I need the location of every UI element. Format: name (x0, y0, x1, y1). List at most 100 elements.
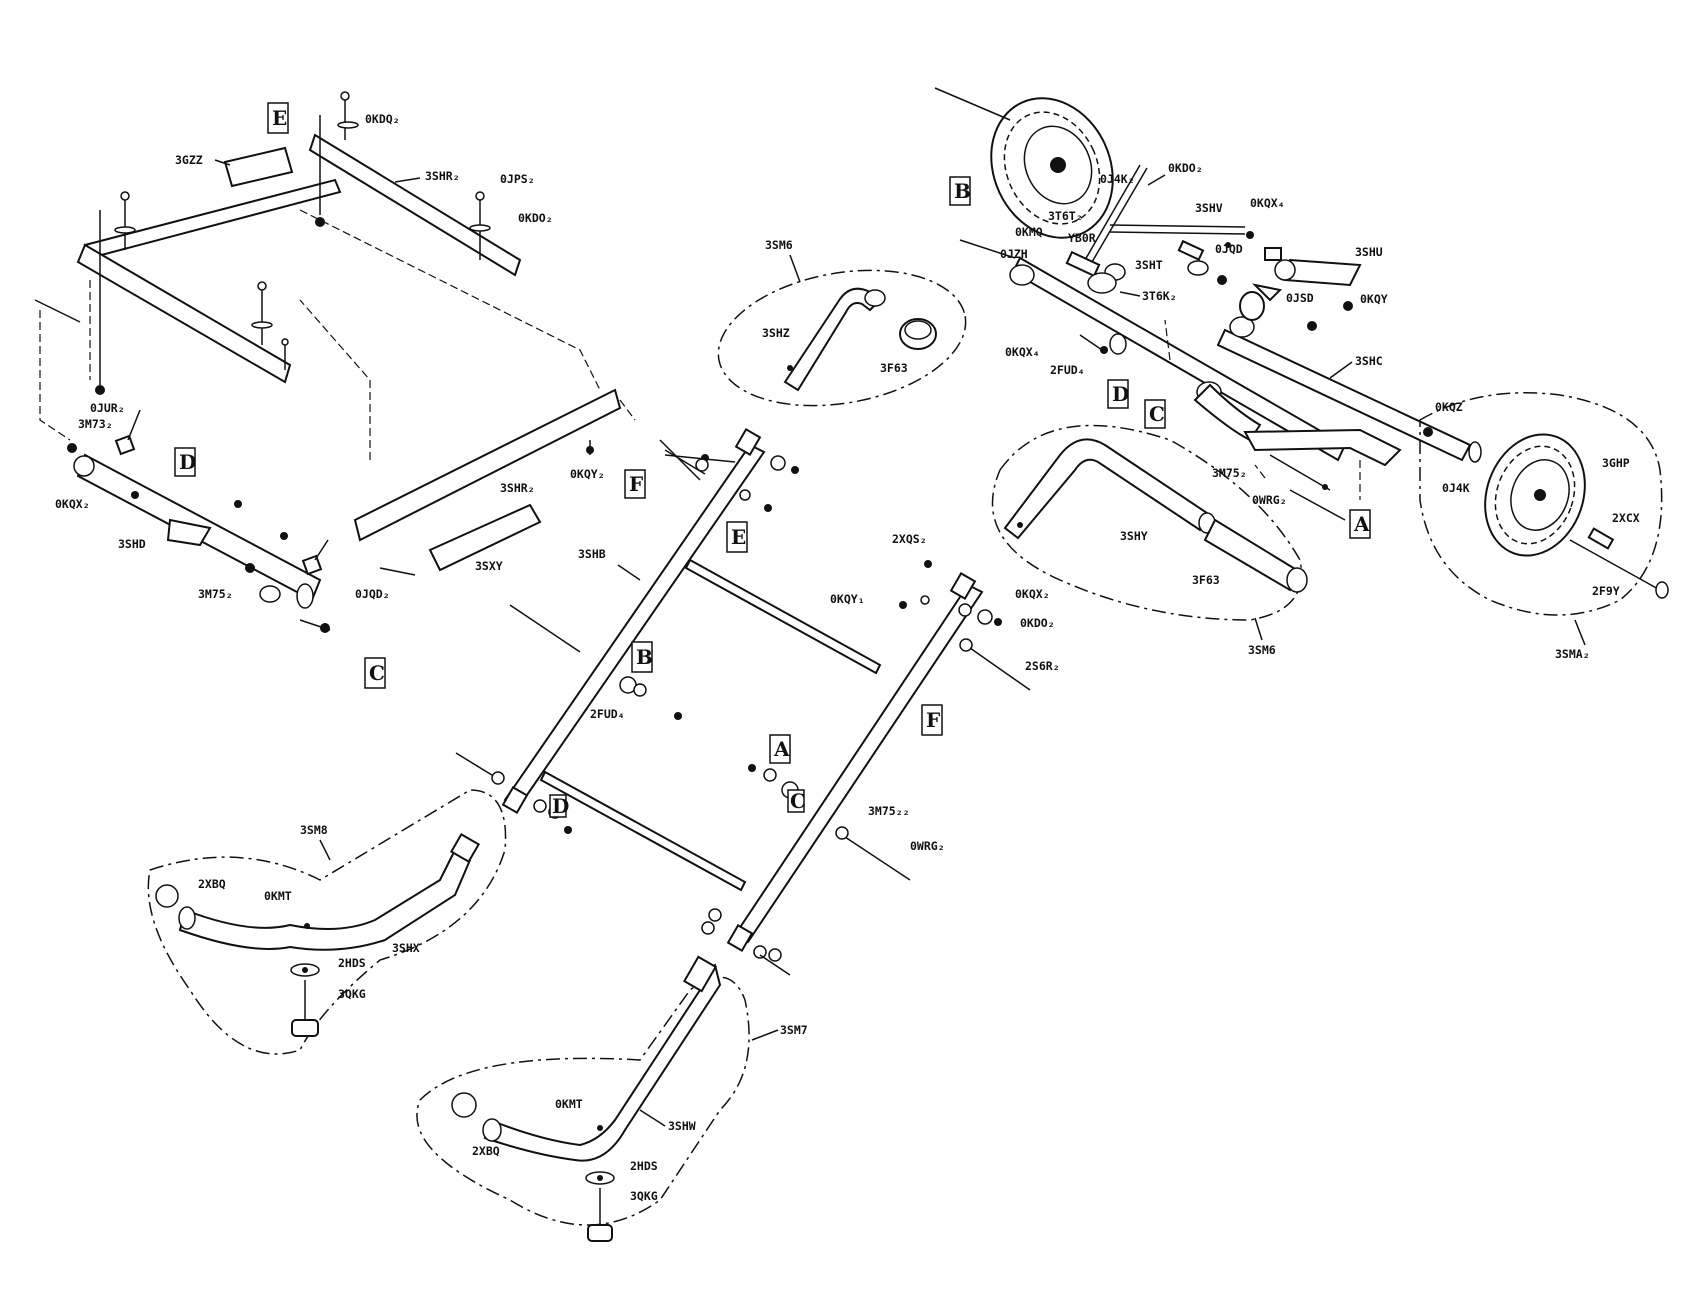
label-3shb: 3SHB (578, 547, 606, 561)
label-3shw: 3SHW (668, 1119, 696, 1133)
key-a-ladder: A (773, 737, 790, 761)
label-2xbq-left: 2XBQ (198, 877, 226, 891)
label-0kqx4-axle: 0KQX₄ (1005, 345, 1040, 359)
label-0kdq2: 0KDQ₂ (365, 112, 400, 126)
axle-frame-assembly: 0J4K₂ 0KDO₂ 3T6T₂ 3SHV 0KQX₄ 0KMQ YB0R 0… (934, 87, 1507, 539)
leg-kit-left: 3SM8 2XBQ 0KMT 3SHX 2HDS 3QKG (147, 789, 507, 1055)
key-e-ladder: E (731, 525, 746, 549)
label-0kqy2-rail: 0KQY₂ (570, 467, 605, 481)
label-3qkg-right: 3QKG (630, 1189, 658, 1203)
label-3shy: 3SHY (1120, 529, 1148, 543)
label-0kmq: 0KMQ (1015, 225, 1043, 239)
pivot-arm (67, 409, 331, 633)
label-0j4k2: 0J4K₂ (1100, 172, 1135, 186)
wheel-kit: 3GHP 2XCX 2F9Y 3SMA₂ (1419, 392, 1669, 661)
label-3sm6-mid: 3SM6 (1248, 643, 1276, 657)
label-2fud4-axle: 2FUD₄ (1050, 363, 1085, 377)
label-2hds-left: 2HDS (338, 956, 366, 970)
label-3sht: 3SHT (1135, 258, 1163, 272)
label-0jsd: 0JSD (1286, 291, 1314, 305)
label-3shu: 3SHU (1355, 245, 1383, 259)
label-3m752-axle: 3M75₂ (1212, 466, 1247, 480)
ladder-frame-assembly: 3SHB 2XQS₂ 0KQY₁ 0KQX₂ 0KDO₂ 2S6R₂ 2FUD₄… (455, 427, 1060, 976)
label-3sm7: 3SM7 (780, 1023, 808, 1037)
label-0kqy: 0KQY (1360, 292, 1388, 306)
label-3ghp: 3GHP (1602, 456, 1630, 470)
label-0kdo2-ladder: 0KDO₂ (1020, 616, 1055, 630)
key-b-axle: B (954, 179, 971, 203)
key-d-left: D (179, 450, 196, 474)
label-0kmt-left: 0KMT (264, 889, 292, 903)
key-b-ladder: B (636, 645, 653, 669)
label-0jqd: 0JQD (1215, 242, 1243, 256)
label-0wrg2-axle: 0WRG₂ (1252, 493, 1287, 507)
label-3shr2-top: 3SHR₂ (425, 169, 460, 183)
label-3qkg-left: 3QKG (338, 987, 366, 1001)
key-f-ladder: F (926, 708, 940, 732)
label-3gzz: 3GZZ (175, 153, 203, 167)
ladder-rung-2 (539, 770, 747, 892)
label-3m752-left: 3M75₂ (198, 587, 233, 601)
label-3sma2: 3SMA₂ (1555, 647, 1590, 661)
label-0jqd2: 0JQD₂ (355, 587, 390, 601)
label-2hds-right: 2HDS (630, 1159, 658, 1173)
key-c-front: C (369, 661, 385, 685)
label-3sxy: 3SXY (475, 559, 503, 573)
label-3t6k2: 3T6K₂ (1142, 289, 1177, 303)
axle-lower-parts (1269, 454, 1331, 491)
label-2xqs2: 2XQS₂ (892, 532, 927, 546)
axle-tube (1011, 256, 1347, 462)
key-e-top: E (272, 106, 287, 130)
label-0jzh: 0JZH (1000, 247, 1028, 261)
front-rail (353, 388, 622, 542)
handle-kit-mid: 3SHY 3F63 3SM6 (991, 424, 1308, 657)
leg-kit-right: 3SM7 0KMT 3SHW 2XBQ 2HDS 3QKG (416, 955, 808, 1242)
label-yb0r: YB0R (1068, 231, 1096, 245)
label-2fud4-ladder: 2FUD₄ (590, 707, 625, 721)
label-0kqx2-left: 0KQX₂ (55, 497, 90, 511)
top-frame-assembly: 3GZZ 0KDQ₂ 3SHR₂ 0JPS₂ 0KDO₂ 0JUR₂ 3M73₂… (34, 91, 646, 689)
frame-bolts (34, 91, 594, 576)
key-d-axle: D (1112, 382, 1129, 406)
label-0kqx4: 0KQX₄ (1250, 196, 1285, 210)
label-0kdo2-top: 0KDO₂ (518, 211, 553, 225)
key-d-ladder: D (552, 794, 569, 818)
handle-kit-top: 3SM6 3SHZ 3F63 (717, 238, 967, 407)
key-c-axle: C (1149, 402, 1165, 426)
label-0kqy1: 0KQY₁ (830, 592, 865, 606)
label-3sm6-top: 3SM6 (765, 238, 793, 252)
step-plate (428, 503, 542, 572)
key-c-ladder: C (790, 789, 806, 813)
label-3shv: 3SHV (1195, 201, 1223, 215)
key-f-rail: F (629, 472, 643, 496)
label-2s6r2: 2S6R₂ (1025, 659, 1060, 673)
label-0j4k: 0J4K (1442, 481, 1470, 495)
label-0wrg2-ladder: 0WRG₂ (910, 839, 945, 853)
label-3shx: 3SHX (392, 941, 420, 955)
label-2xbq-right: 2XBQ (472, 1144, 500, 1158)
key-a-axle: A (1353, 512, 1370, 536)
label-3shc: 3SHC (1355, 354, 1383, 368)
label-0kqz: 0KQZ (1435, 400, 1463, 414)
label-3t6t2: 3T6T₂ (1048, 209, 1083, 223)
label-3f63-mid: 3F63 (1192, 573, 1220, 587)
label-3f63-top: 3F63 (880, 361, 908, 375)
label-3shd: 3SHD (118, 537, 146, 551)
ladder-left-rail (503, 443, 766, 810)
rear-rail (308, 133, 522, 277)
label-3m7522: 3M75₂₂ (868, 804, 910, 818)
label-0kdo2-axle: 0KDO₂ (1168, 161, 1203, 175)
left-rail (76, 243, 292, 384)
wheel-top (934, 87, 1114, 239)
label-0kmt-right: 0KMT (555, 1097, 583, 1111)
label-0jur2: 0JUR₂ (90, 401, 125, 415)
label-3shz: 3SHZ (762, 326, 790, 340)
label-3sm8: 3SM8 (300, 823, 328, 837)
label-2f9y: 2F9Y (1592, 584, 1620, 598)
label-3shr2-front: 3SHR₂ (500, 481, 535, 495)
ladder-rung-1 (684, 558, 882, 675)
label-0kqx2-ladder: 0KQX₂ (1015, 587, 1050, 601)
label-2xcx: 2XCX (1612, 511, 1640, 525)
label-0jps2: 0JPS₂ (500, 172, 535, 186)
